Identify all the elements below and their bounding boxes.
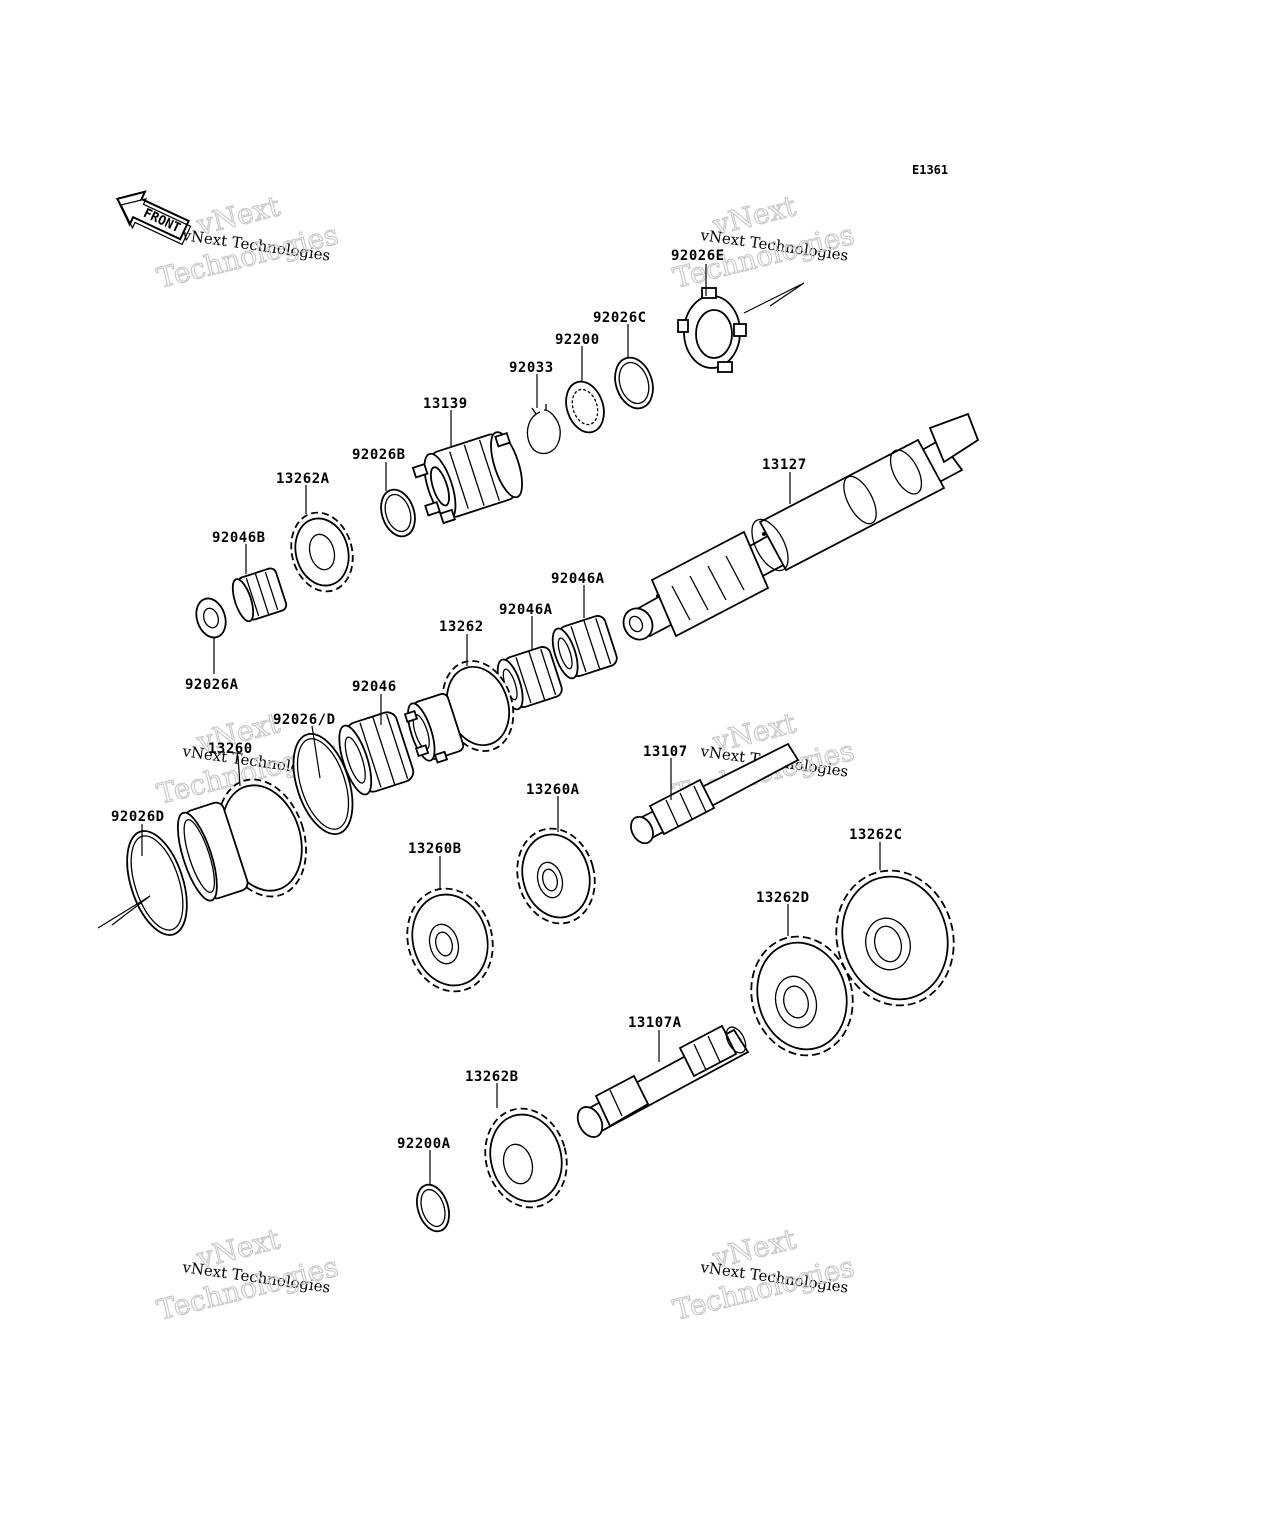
part-13262D-gear[interactable] [738, 925, 866, 1067]
part-13262B-gear[interactable] [474, 1099, 577, 1216]
watermark-top-left: vNext vNext Technologies Technologies [153, 189, 342, 296]
label-13107: 13107 [643, 744, 688, 760]
label-13260: 13260 [208, 741, 253, 757]
watermark-bottom-left: vNext vNext Technologies Technologies [153, 1222, 342, 1328]
watermark-top-right: vNext vNext Technologies Technologies [669, 189, 858, 296]
part-92026B-washer[interactable] [375, 485, 420, 541]
label-13262B: 13262B [465, 1069, 519, 1085]
part-13107-shaft[interactable] [627, 742, 800, 847]
part-92200-spline-washer[interactable] [560, 377, 610, 438]
part-13260-gear[interactable] [170, 768, 321, 908]
label-92026C: 92026C [593, 310, 647, 326]
part-13139-shifter[interactable] [410, 429, 529, 527]
label-92026E: 92026E [671, 248, 725, 264]
part-92046A-bearing-2[interactable] [493, 645, 564, 712]
part-92026-D-ring[interactable] [282, 727, 364, 842]
label-92200: 92200 [555, 332, 600, 348]
leader-lines [141, 264, 881, 1184]
part-92026A-washer[interactable] [192, 595, 231, 642]
part-13260B-gear[interactable] [396, 879, 504, 1001]
part-labels: 92026E 92026C 92200 92033 13139 92026B 1… [111, 248, 903, 1152]
label-13127: 13127 [762, 457, 807, 473]
label-92026D: 92026D [111, 809, 165, 825]
part-13107A-shaft[interactable] [573, 1024, 750, 1141]
part-92200A-washer[interactable] [411, 1181, 454, 1236]
part-13260A-gear[interactable] [507, 820, 605, 932]
part-92026E-lock-washer[interactable] [677, 287, 747, 373]
part-92026C-washer[interactable] [609, 353, 659, 414]
part-13262C-gear[interactable] [821, 857, 968, 1018]
label-13262C: 13262C [849, 827, 903, 843]
part-92046A-bearing-1[interactable] [548, 614, 619, 681]
label-13262D: 13262D [756, 890, 810, 906]
label-92026-D: 92026/D [273, 712, 336, 728]
label-13260B: 13260B [408, 841, 462, 857]
leader-92026D-arrow [97, 895, 151, 929]
part-13262A-gear[interactable] [283, 506, 362, 599]
label-13260A: 13260A [526, 782, 580, 798]
label-13139: 13139 [423, 396, 468, 412]
label-13262A: 13262A [276, 471, 330, 487]
part-13262-gear[interactable] [402, 652, 524, 768]
label-92046A-1: 92046A [551, 571, 605, 587]
label-92026A: 92026A [185, 677, 239, 693]
watermark-bottom-right: vNext vNext Technologies Technologies [669, 1222, 858, 1328]
label-92200A: 92200A [397, 1136, 451, 1152]
diagram-ref-code: E1361 [912, 163, 948, 177]
label-13107A: 13107A [628, 1015, 682, 1031]
part-92033-circlip[interactable] [526, 404, 561, 455]
label-92046: 92046 [352, 679, 397, 695]
label-92026B: 92026B [352, 447, 406, 463]
label-92046B: 92046B [212, 530, 266, 546]
leader-92026E-arrow [743, 282, 805, 314]
label-92033: 92033 [509, 360, 554, 376]
part-92046B-bearing[interactable] [229, 567, 288, 624]
label-92046A-2: 92046A [499, 602, 553, 618]
label-13262: 13262 [439, 619, 484, 635]
part-13127-main-shaft[interactable] [618, 412, 980, 645]
